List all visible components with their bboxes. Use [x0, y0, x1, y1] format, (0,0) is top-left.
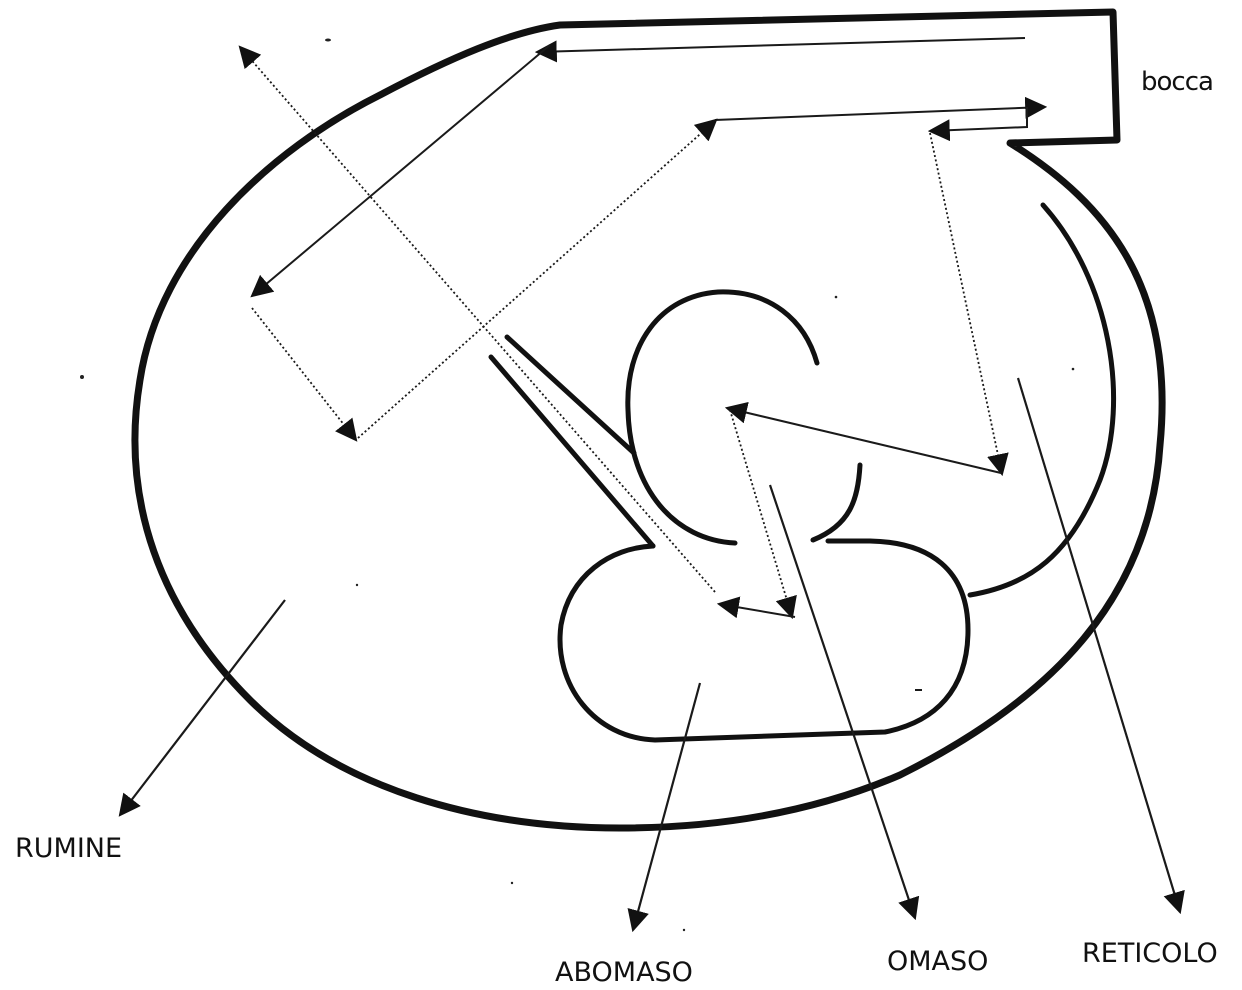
rumen-to-mouth-arrow [358, 120, 716, 438]
swallow-flow-arrow [537, 38, 1025, 52]
scan-speck [325, 39, 331, 42]
scan-speck [1072, 368, 1075, 371]
omasum-to-abomasum-arrow [730, 410, 792, 617]
scan-speck [683, 929, 685, 931]
rumen-mixing-arrow [252, 308, 356, 440]
abomasum-outline [560, 541, 968, 740]
label-abomasum: ABOMASO [555, 957, 693, 988]
mouth-to-reticulum-arrow [930, 133, 1002, 474]
omasum-outline [628, 292, 817, 543]
scan-speck [511, 882, 513, 884]
label-reticulum: RETICOLO [1082, 938, 1218, 969]
groove-bypass-arrow [240, 47, 715, 592]
regurgitation-flow-arrow [715, 107, 1045, 120]
scan-speck [835, 296, 838, 299]
label-mouth: bocca [1141, 67, 1213, 97]
rumen-outline [135, 12, 1162, 828]
label-rumen: RUMINE [15, 833, 122, 864]
abomasum-leader-arrow [633, 683, 700, 930]
scan-speck [80, 375, 84, 379]
reticulum-to-omasum-arrow [727, 408, 1001, 473]
label-omasum: OMASO [887, 946, 988, 977]
reticulum-wall [970, 205, 1114, 595]
omasum-leader-arrow [770, 485, 915, 918]
abomasum-inflow-arrow [719, 604, 795, 617]
omasum-abomasum-junction [813, 465, 860, 540]
scan-speck [356, 584, 358, 586]
